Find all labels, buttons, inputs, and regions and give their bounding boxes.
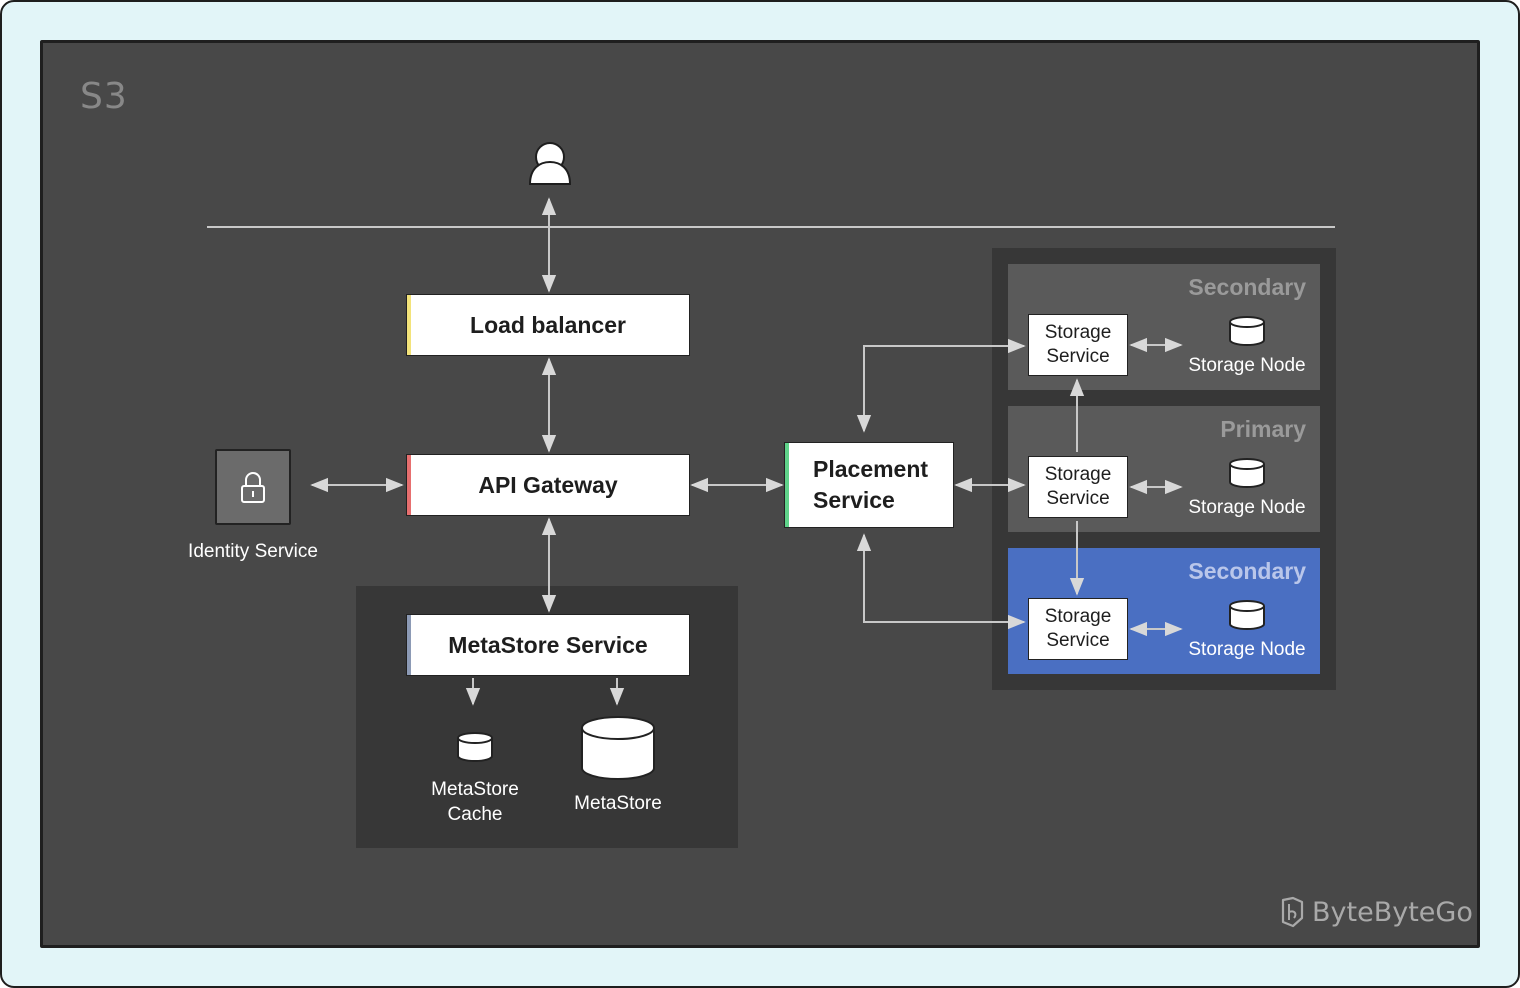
metastore-service-label: MetaStore Service xyxy=(448,631,648,658)
api-gateway-box: API Gateway xyxy=(406,454,690,516)
identity-service-box xyxy=(215,449,291,525)
storage-node-label: Storage Node xyxy=(1188,639,1306,660)
edge-placement-bottom xyxy=(856,533,1026,630)
api-gateway-label: API Gateway xyxy=(478,471,618,498)
metastore-label: MetaStore xyxy=(574,793,662,814)
diagram-title: S3 xyxy=(80,76,128,117)
database-icon xyxy=(1229,600,1265,630)
placement-service-box: Placement Service xyxy=(784,442,954,528)
database-icon xyxy=(581,716,655,780)
metastore-service-box: MetaStore Service xyxy=(406,614,690,676)
database-icon xyxy=(1229,316,1265,346)
database-icon xyxy=(457,732,493,762)
bytebytego-logo: ByteByteGo xyxy=(1280,896,1473,928)
user-icon xyxy=(528,142,572,185)
storage-service-secondary-bottom: Storage Service xyxy=(1028,598,1128,660)
bytebytego-logo-text: ByteByteGo xyxy=(1312,896,1473,928)
metastore-cache-label: MetaStore Cache xyxy=(431,779,519,825)
zone-role-label: Secondary xyxy=(1188,274,1306,300)
identity-service-label: Identity Service xyxy=(188,541,318,562)
edge-placement-top xyxy=(856,338,1026,433)
placement-service-label: Placement Service xyxy=(813,456,929,513)
bytebytego-logo-icon xyxy=(1281,896,1304,928)
zone-role-label: Primary xyxy=(1220,416,1306,442)
lock-icon xyxy=(241,472,265,503)
storage-service-secondary-top: Storage Service xyxy=(1028,314,1128,376)
zone-role-label: Secondary xyxy=(1188,558,1306,584)
storage-node-label: Storage Node xyxy=(1188,497,1306,518)
database-icon xyxy=(1229,458,1265,488)
storage-service-primary: Storage Service xyxy=(1028,456,1128,518)
load-balancer-label: Load balancer xyxy=(470,311,626,338)
load-balancer-box: Load balancer xyxy=(406,294,690,356)
storage-node-label: Storage Node xyxy=(1188,355,1306,376)
